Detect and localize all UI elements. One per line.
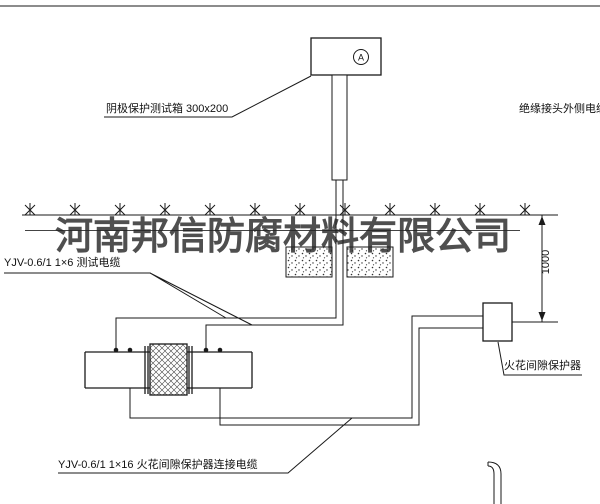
spark-gap-protector-assembly (129, 302, 513, 426)
dimension-1000-text: 1000 (540, 249, 552, 275)
spark-gap-protector-box (482, 302, 513, 342)
spark-gap-protector-label: 火花间隙保护器 (504, 360, 581, 372)
leader-test-box (104, 75, 312, 118)
riser-hook-symbol (487, 461, 502, 504)
conduit (331, 74, 348, 181)
leader-protector (497, 341, 582, 376)
riser-hook-outer (487, 461, 502, 504)
test-box-label: 阴极保护测试箱 300x200 (106, 103, 229, 115)
protector-cable-right (219, 327, 483, 426)
company-watermark: 河南邦信防腐材料有限公司 (55, 213, 512, 258)
insulating-joint (149, 343, 188, 396)
weld-point-4 (217, 347, 223, 353)
concrete-block-right (346, 246, 394, 278)
protector-cable-label: YJV-0.6/1 1×16 火花间隙保护器连接电缆 (58, 459, 258, 471)
ammeter-circle (353, 49, 369, 65)
ammeter-letter: A (358, 53, 364, 63)
weld-point-2 (127, 347, 133, 353)
dim-arrow-top (538, 216, 546, 225)
leader-protector-cable (58, 417, 353, 474)
test-cable-right (205, 180, 344, 350)
test-box (310, 37, 382, 76)
riser-hook-inner (487, 465, 495, 504)
concrete-block-left (285, 246, 333, 278)
dimension-1000 (512, 214, 558, 323)
weld-point-3 (203, 347, 209, 353)
dim-arrow-bottom (538, 312, 546, 321)
pipeline (84, 343, 253, 396)
concrete-blocks (285, 246, 394, 278)
protector-cable-left (129, 315, 483, 419)
test-cable-label: YJV-0.6/1 1×6 测试电缆 (4, 257, 121, 269)
weld-point-1 (113, 347, 119, 353)
leader-test-cable (4, 272, 253, 326)
ground (22, 202, 540, 216)
leader-lines (4, 75, 582, 474)
joint-outer-cable-label: 绝缘接头外侧电缆 (519, 103, 600, 115)
watermark-strike-line (25, 230, 520, 231)
test-box-assembly: A (310, 37, 382, 181)
